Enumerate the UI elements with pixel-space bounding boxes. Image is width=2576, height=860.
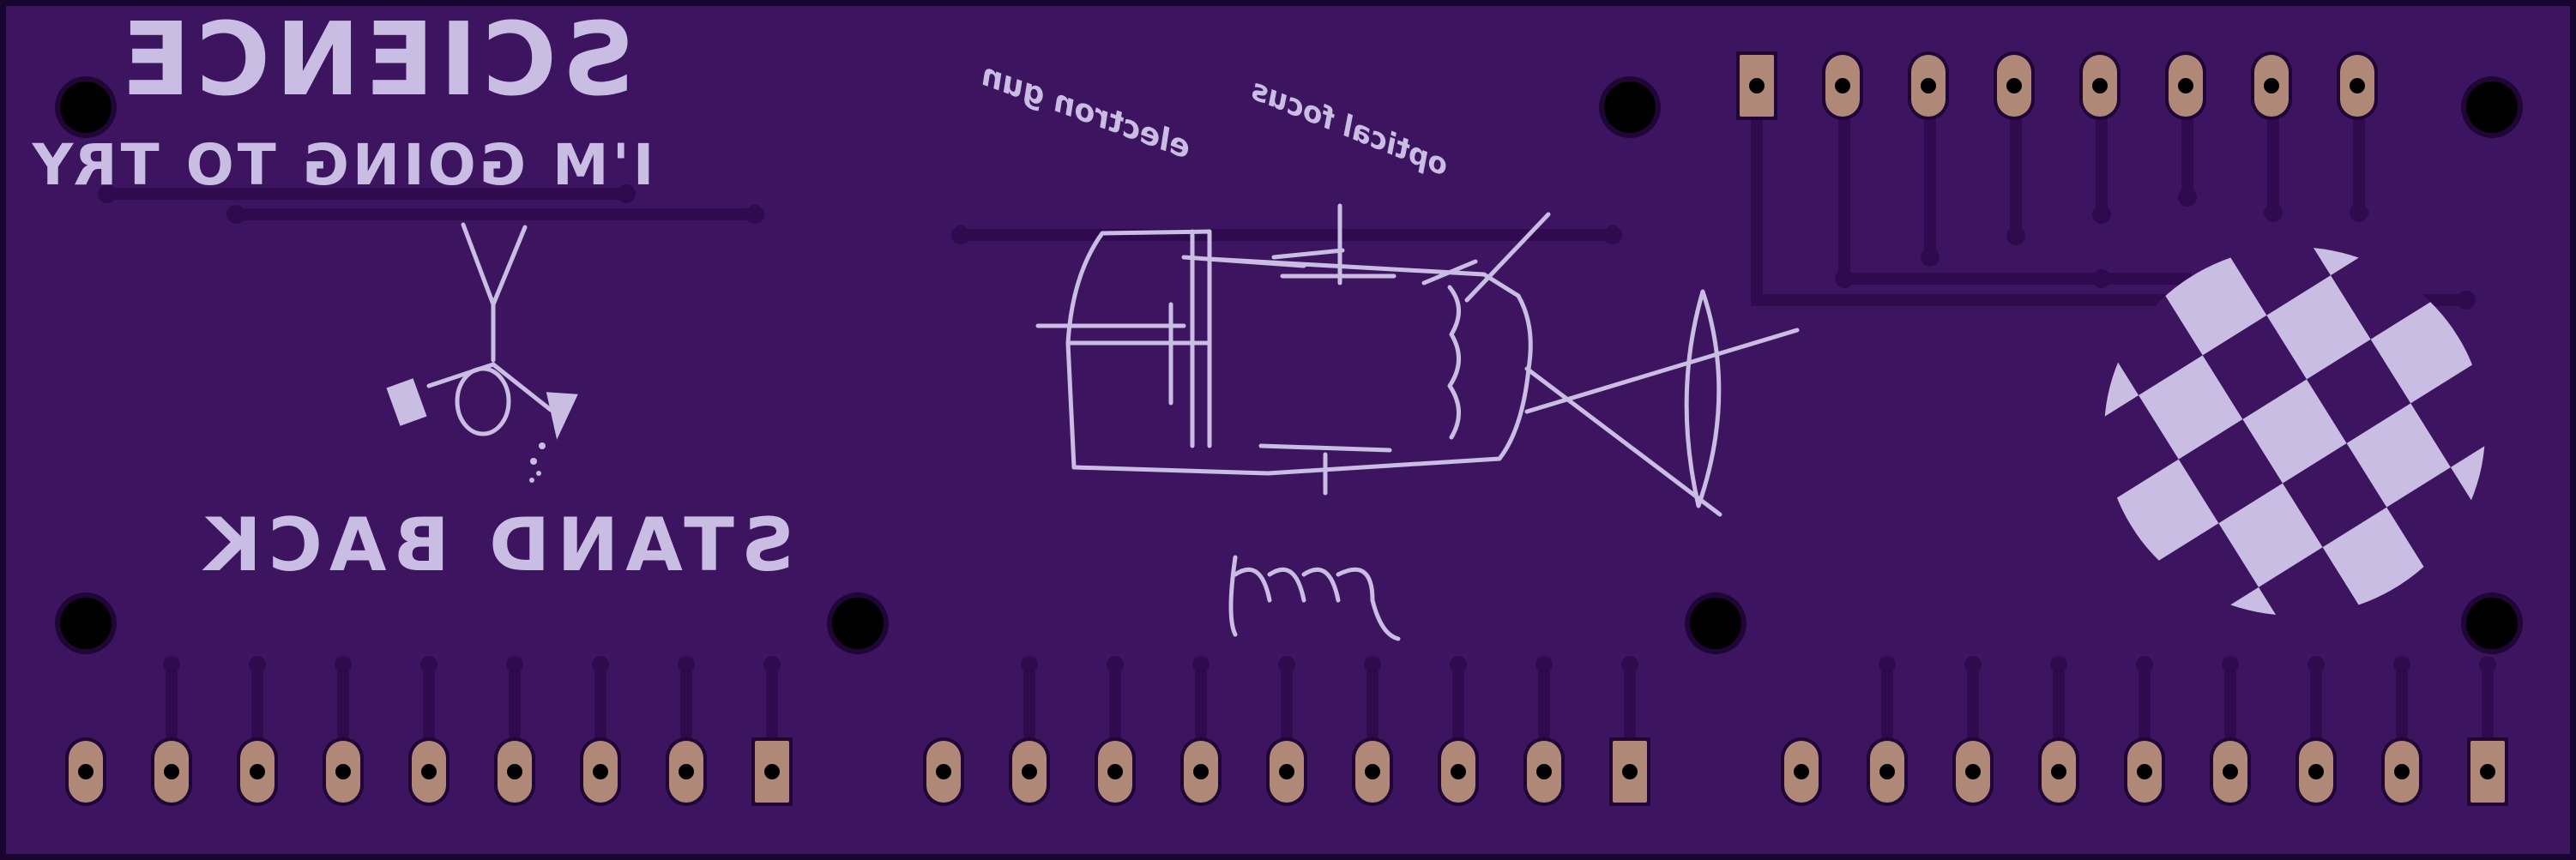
pad-drill [1279, 764, 1294, 779]
ball-check [2114, 459, 2219, 563]
ball-check [2242, 379, 2347, 484]
pad-drill [1835, 78, 1850, 93]
pad-drill [1921, 78, 1936, 93]
pad-drill [1794, 764, 1809, 779]
via [592, 656, 609, 673]
silk-try-line: I'M GOING TO TRY [29, 132, 655, 198]
via [2050, 656, 2067, 673]
silk-stand-back: STAND BACK [197, 502, 794, 588]
via [226, 205, 245, 224]
pad-drill [2137, 764, 2152, 779]
pad-drill [1107, 764, 1123, 779]
via [1450, 656, 1467, 673]
pad-drill [1879, 764, 1895, 779]
via [1603, 226, 1622, 244]
via [1964, 656, 1982, 673]
via [1535, 656, 1553, 673]
ball-check [2370, 299, 2475, 404]
mount-hole [832, 598, 884, 649]
pad-drill [936, 764, 951, 779]
via [2222, 656, 2239, 673]
via [2457, 291, 2476, 310]
via [763, 656, 781, 673]
via [617, 184, 636, 203]
stick-figure-icon [386, 222, 578, 483]
via [2178, 188, 2197, 207]
via [2479, 656, 2496, 673]
via [1278, 656, 1295, 673]
via [1021, 656, 1038, 673]
via [1879, 656, 1896, 673]
pad-drill [421, 764, 437, 779]
mount-hole [1604, 81, 1656, 133]
via [98, 184, 117, 203]
pad-drill [2308, 764, 2324, 779]
pad-drill [1749, 78, 1765, 93]
via [2092, 205, 2111, 224]
ball-check [2346, 403, 2451, 508]
pad-drill [1022, 764, 1037, 779]
pad-drill [764, 764, 780, 779]
pad-drill [2480, 764, 2495, 779]
pad-drill [507, 764, 522, 779]
ball-check [2266, 275, 2371, 380]
via [335, 656, 352, 673]
via [2006, 226, 2025, 245]
pad-drill [2092, 78, 2108, 93]
pad-drill [679, 764, 694, 779]
via [506, 656, 523, 673]
pad-drill [2051, 764, 2066, 779]
via [2092, 269, 2111, 288]
mount-hole [60, 598, 112, 649]
via [1835, 269, 1854, 288]
silk-science: SCIENCE [117, 0, 635, 118]
trace-vias [98, 184, 2496, 673]
ball-check [2139, 355, 2243, 460]
via [2393, 656, 2410, 673]
pad-drill [164, 764, 179, 779]
via [420, 656, 437, 673]
via [163, 656, 180, 673]
via [2264, 203, 2283, 222]
via [951, 226, 970, 244]
pad-drill [2178, 78, 2193, 93]
pad-drill [1622, 764, 1638, 779]
pad-drill [1365, 764, 1380, 779]
pad-drill [1536, 764, 1552, 779]
mount-hole [1690, 598, 1741, 649]
via [249, 656, 266, 673]
pad-drill [335, 764, 351, 779]
pad-drill [1193, 764, 1209, 779]
via [745, 205, 764, 224]
electron-gun-sketch [1035, 203, 1800, 641]
connector-pads [65, 51, 2508, 806]
mount-hole [60, 81, 112, 133]
via [1192, 656, 1210, 673]
via [2308, 656, 2325, 673]
via [1364, 656, 1381, 673]
ball-check [2218, 483, 2323, 587]
via [2136, 656, 2153, 673]
via [1921, 248, 1940, 267]
pad-drill [2006, 78, 2022, 93]
pad-drill [2350, 78, 2365, 93]
via [2350, 203, 2368, 222]
via [1621, 656, 1638, 673]
via [1107, 656, 1124, 673]
pad-drill [78, 764, 94, 779]
pad-drill [2394, 764, 2410, 779]
mount-hole [2466, 598, 2518, 649]
pad-drill [1451, 764, 1466, 779]
pad-drill [2223, 764, 2238, 779]
mounting-holes [55, 76, 2523, 654]
pad-drill [2264, 78, 2279, 93]
pad-drill [250, 764, 265, 779]
mount-hole [2466, 81, 2518, 133]
pad-drill [1965, 764, 1981, 779]
pad-drill [593, 764, 608, 779]
via [678, 656, 695, 673]
